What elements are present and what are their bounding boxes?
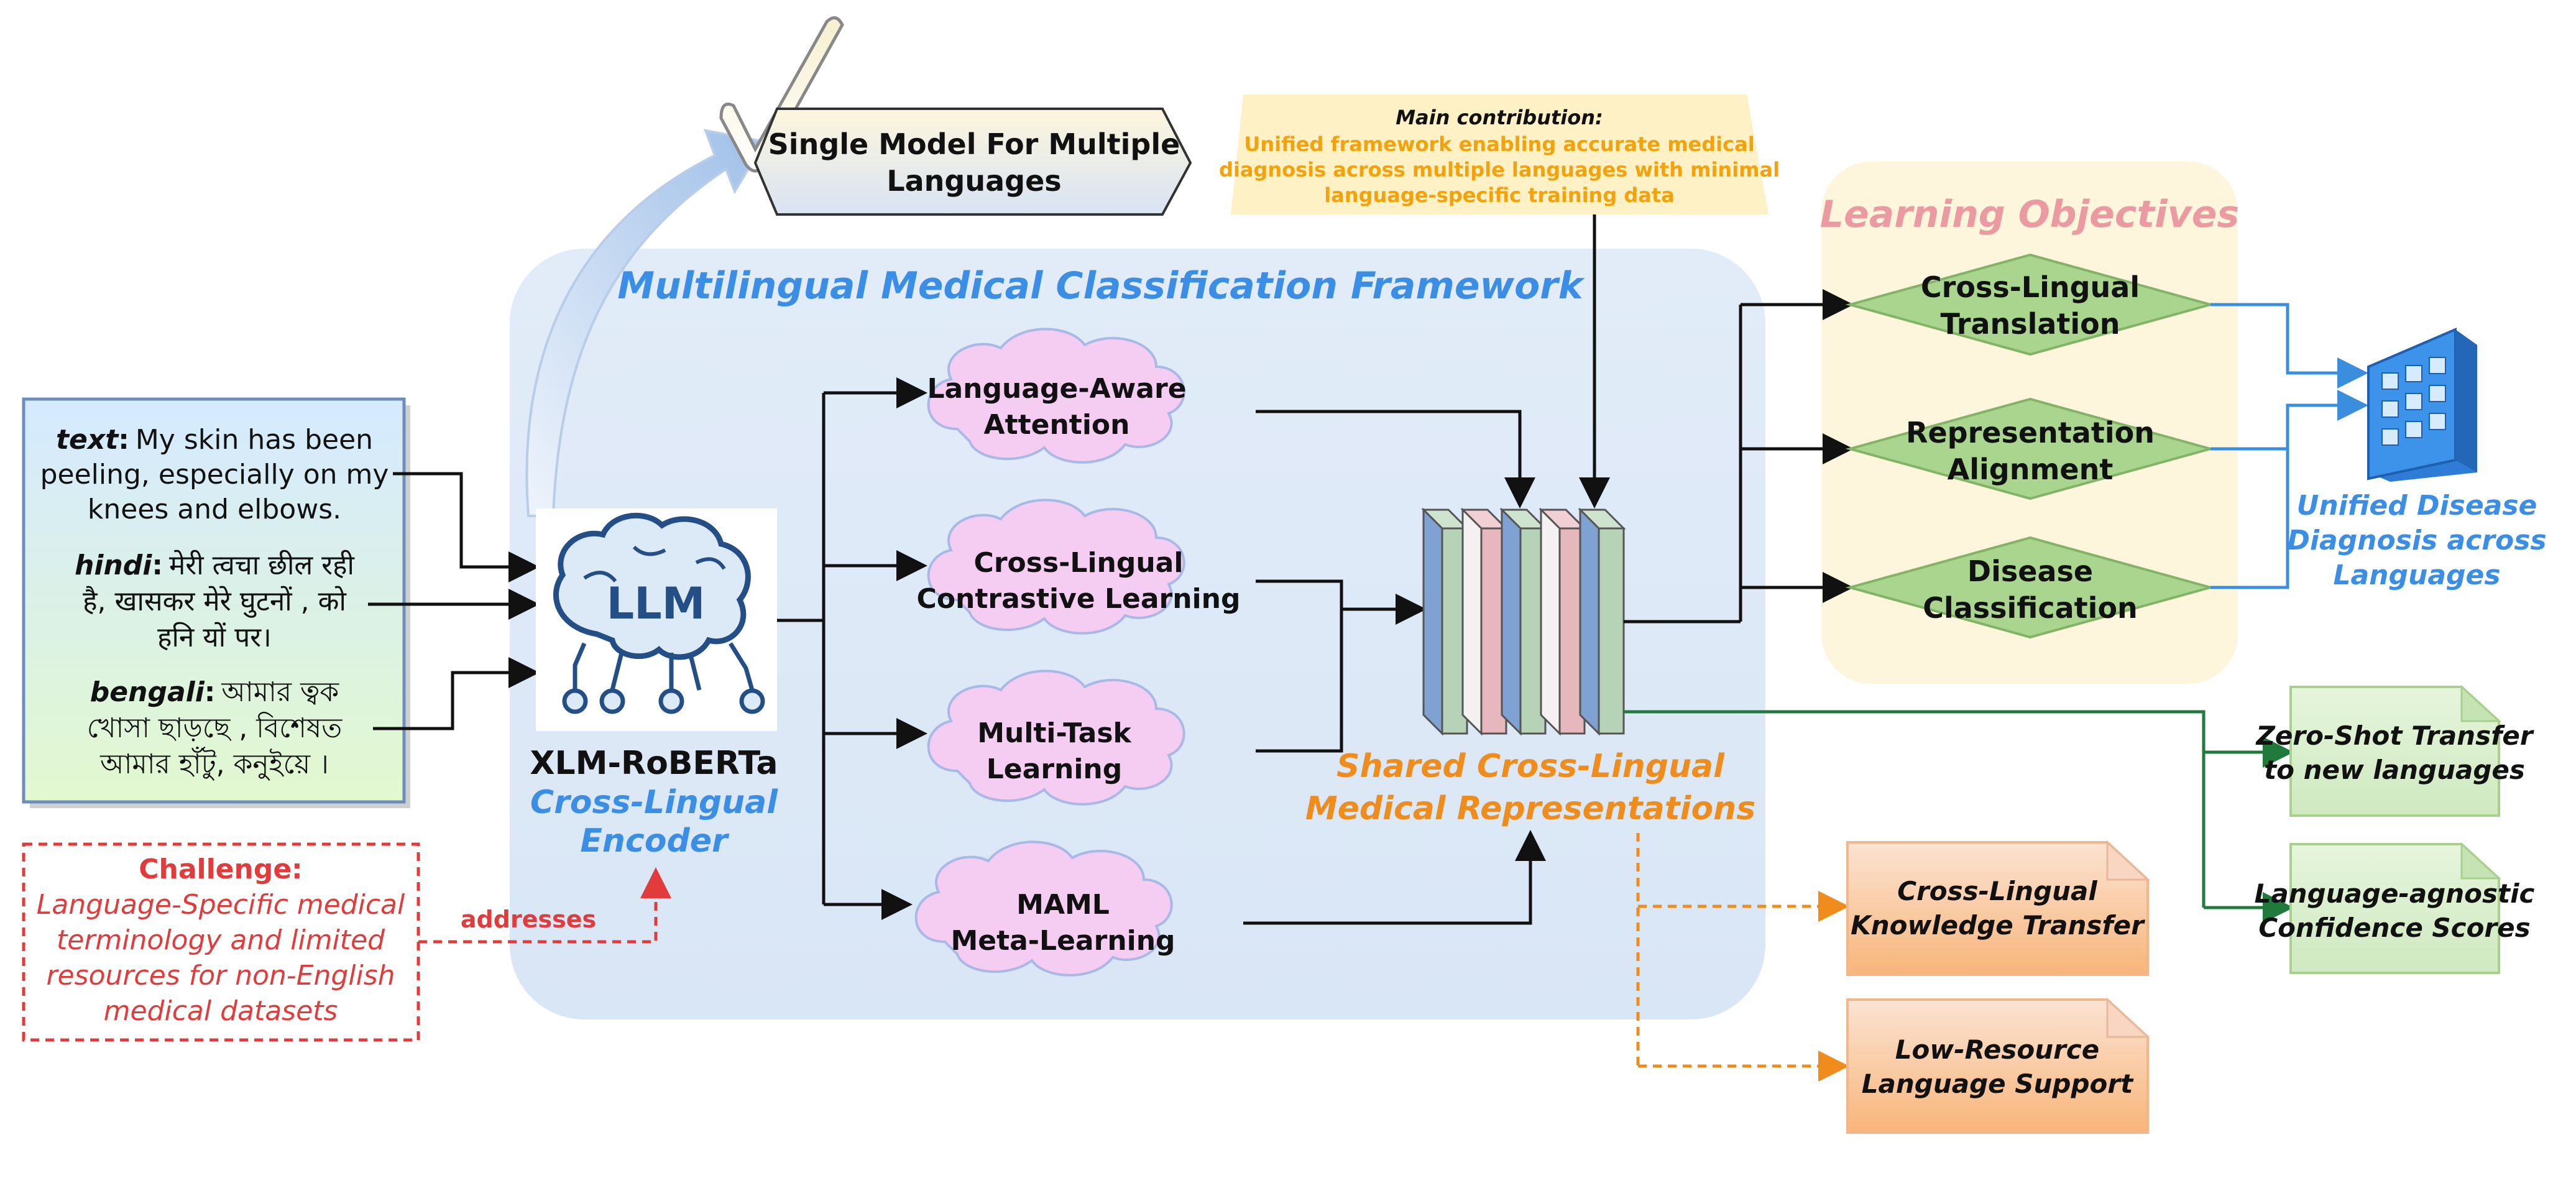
module-cloud-4: MAML Meta-Learning (914, 840, 1175, 977)
orange-output-2-line1: Low-Resource (1895, 1034, 2099, 1065)
encoder-name: XLM-RoBERTa (530, 745, 778, 782)
challenge-line1: Language-Specific medical (37, 889, 405, 921)
shared-repr-line1: Shared Cross-Lingual (1336, 748, 1725, 785)
module-2-line1: Cross-Lingual (974, 547, 1184, 579)
main-contribution-line2: diagnosis across multiple languages with… (1219, 158, 1780, 182)
module-1-line2: Attention (984, 409, 1130, 441)
input-hindi-line1: hindi:मेरी त्वचा छील रही (75, 550, 355, 581)
unified-diagnosis-line1: Unified Disease (2297, 490, 2537, 522)
addresses-label: addresses (461, 906, 596, 933)
module-2-line2: Contrastive Learning (917, 583, 1241, 615)
single-model-box (753, 108, 1192, 216)
framework-title: Multilingual Medical Classification Fram… (617, 264, 1585, 308)
green-output-1-line1: Zero-Shot Transfer (2255, 720, 2534, 751)
repr-to-green-bus (1624, 710, 2206, 908)
objective-3-line2: Classification (1923, 591, 2138, 625)
orange-output-1-line1: Cross-Lingual (1897, 876, 2097, 906)
module-3-line2: Learning (987, 753, 1123, 785)
encoder-subtitle-line1: Cross-Lingual (530, 784, 778, 821)
module-1-line1: Language-Aware (927, 373, 1186, 405)
objective-1-line1: Cross-Lingual (1921, 270, 2140, 304)
module-4-line2: Meta-Learning (950, 925, 1175, 957)
objective-3-to-diagnosis (2210, 405, 2289, 589)
main-contribution-line1: Unified framework enabling accurate medi… (1244, 132, 1754, 156)
challenge-line2: terminology and limited (57, 924, 385, 956)
module-4-to-repr (1243, 830, 1546, 925)
input-samples-box (22, 397, 406, 804)
module-cloud-1: Language-Aware Attention (927, 328, 1187, 464)
objective-1-line2: Translation (1940, 307, 2120, 341)
module-3-line1: Multi-Task (977, 717, 1132, 749)
orange-output-1: Cross-Lingual Knowledge Transfer (1846, 840, 2150, 976)
module-1-to-repr (1256, 410, 1535, 508)
objective-1-to-diagnosis (2210, 303, 2368, 389)
unified-diagnosis-line2: Diagnosis across (2287, 525, 2546, 556)
input-bengali-line1: bengali:আমার ত্বক (90, 676, 340, 708)
challenge-addresses-arrow (418, 867, 671, 944)
main-contribution-box (1231, 94, 1769, 214)
repr-layer-3 (1499, 507, 1548, 736)
main-contribution-line3: language-specific training data (1324, 183, 1675, 207)
bengali-to-llm-arrow (373, 657, 540, 730)
green-output-2-line2: Confidence Scores (2258, 913, 2530, 943)
repr-layer-4 (1539, 507, 1587, 736)
module-3-to-repr (1256, 609, 1343, 753)
green-output-1-line2: to new languages (2264, 755, 2525, 785)
learning-objectives-title: Learning Objectives (1820, 193, 2239, 236)
repr-layer-1 (1421, 507, 1470, 736)
input-hindi-line3: हनि यों पर। (157, 622, 272, 653)
orange-output-1-line2: Knowledge Transfer (1851, 910, 2145, 941)
input-text-line2: peeling, especially on my (40, 459, 389, 490)
input-text-line1: text:My skin has been (56, 424, 373, 456)
shared-representation-stack (1421, 507, 1626, 736)
main-contribution-heading: Main contribution: (1396, 106, 1603, 129)
shared-repr-line2: Medical Representations (1305, 790, 1755, 827)
objective-3-line1: Disease (1967, 554, 2093, 588)
orange-output-2: Low-Resource Language Support (1846, 997, 2150, 1134)
repr-layer-2 (1460, 507, 1509, 736)
input-bengali-line2: খোসা ছাড়ছে , বিশেষত (87, 712, 343, 744)
green-output-2: Language-agnostic Confidence Scores (2255, 842, 2535, 974)
llm-brain-icon: LLM (536, 508, 777, 731)
building-icon (2367, 327, 2477, 482)
green-output-1: Zero-Shot Transfer to new languages (2255, 684, 2534, 817)
module-cloud-3: Multi-Task Learning (927, 670, 1185, 806)
unified-diagnosis-line3: Languages (2333, 559, 2500, 591)
llm-label: LLM (607, 578, 706, 629)
single-model-line2: Languages (886, 164, 1061, 198)
module-cloud-2: Cross-Lingual Contrastive Learning (917, 499, 1241, 635)
challenge-line4: medical datasets (104, 995, 338, 1027)
repr-layer-5 (1578, 507, 1626, 736)
objective-2-line2: Alignment (1948, 453, 2114, 486)
objective-2-line1: Representation (1906, 416, 2155, 449)
module-4-line1: MAML (1016, 889, 1110, 921)
text-to-llm-arrow (393, 472, 540, 582)
module-2-to-repr (1256, 579, 1343, 609)
input-bengali-line3: আমার হাঁটু, কনুইয়ে । (99, 747, 329, 780)
input-text-line3: knees and elbows. (88, 494, 341, 525)
challenge-line3: resources for non-English (46, 960, 395, 992)
encoder-subtitle-line2: Encoder (580, 822, 730, 860)
challenge-heading: Challenge: (139, 854, 303, 885)
single-model-line1: Single Model For Multiple (768, 127, 1180, 161)
input-hindi-line2: है, खासकर मेरे घुटनों , को (83, 586, 347, 618)
orange-output-2-line2: Language Support (1862, 1069, 2134, 1099)
green-output-2-line1: Language-agnostic (2255, 878, 2535, 909)
